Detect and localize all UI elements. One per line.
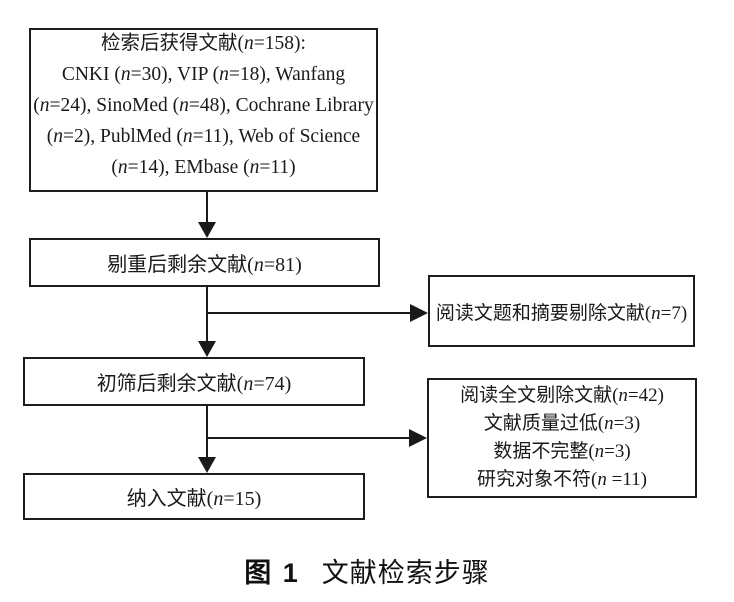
node-text-line: 文献质量过低(n=3) [483, 413, 641, 434]
node-after-dedup: 剔重后剩余文献(n=81) [29, 238, 380, 287]
arrowhead-down-icon [198, 222, 216, 238]
node-text-line: (n=2), PublMed (n=11), Web of Science [46, 125, 361, 147]
node-text-line: 阅读文题和摘要剔除文献(n=7) [435, 302, 688, 324]
arrow-line-identified-to-dedup [206, 192, 208, 223]
node-text-line: CNKI (n=30), VIP (n=18), Wanfang [61, 63, 346, 85]
node-excluded-title-abstract: 阅读文题和摘要剔除文献(n=7) [428, 275, 695, 347]
figure-caption-number: 图 1 [244, 558, 300, 588]
node-text-line: 阅读全文剔除文献(n=42) [460, 385, 664, 406]
node-text-line: 初筛后剩余文献(n=74) [96, 373, 292, 395]
branch-line-excluded-title-abstract [207, 312, 410, 314]
node-text-line: 纳入文献(n=15) [126, 488, 262, 510]
arrowhead-down-icon [198, 457, 216, 473]
arrow-line-screen-to-included [206, 406, 208, 458]
node-text-line: (n=24), SinoMed (n=48), Cochrane Library [33, 94, 374, 116]
node-text-line: (n=14), EMbase (n=11) [111, 156, 296, 178]
node-text-line: 检索后获得文献(n=158): [101, 32, 306, 54]
node-after-initial-screen: 初筛后剩余文献(n=74) [23, 357, 365, 406]
node-text-line: 研究对象不符(n =11) [477, 469, 647, 490]
figure-caption-title: 文献检索步骤 [321, 558, 490, 588]
node-records-identified: 检索后获得文献(n=158): CNKI (n=30), VIP (n=18),… [29, 28, 378, 192]
arrow-line-dedup-to-screen [206, 287, 208, 342]
arrowhead-down-icon [198, 341, 216, 357]
figure-caption: 图 1 文献检索步骤 [0, 551, 734, 590]
node-text-line: 剔重后剩余文献(n=81) [107, 254, 302, 276]
node-included: 纳入文献(n=15) [23, 473, 365, 520]
arrowhead-right-icon [409, 429, 427, 447]
node-excluded-fulltext: 阅读全文剔除文献(n=42) 文献质量过低(n=3) 数据不完整(n=3) 研究… [427, 378, 697, 498]
branch-line-excluded-fulltext [207, 437, 409, 439]
node-text-line: 数据不完整(n=3) [493, 441, 631, 462]
arrowhead-right-icon [410, 304, 428, 322]
